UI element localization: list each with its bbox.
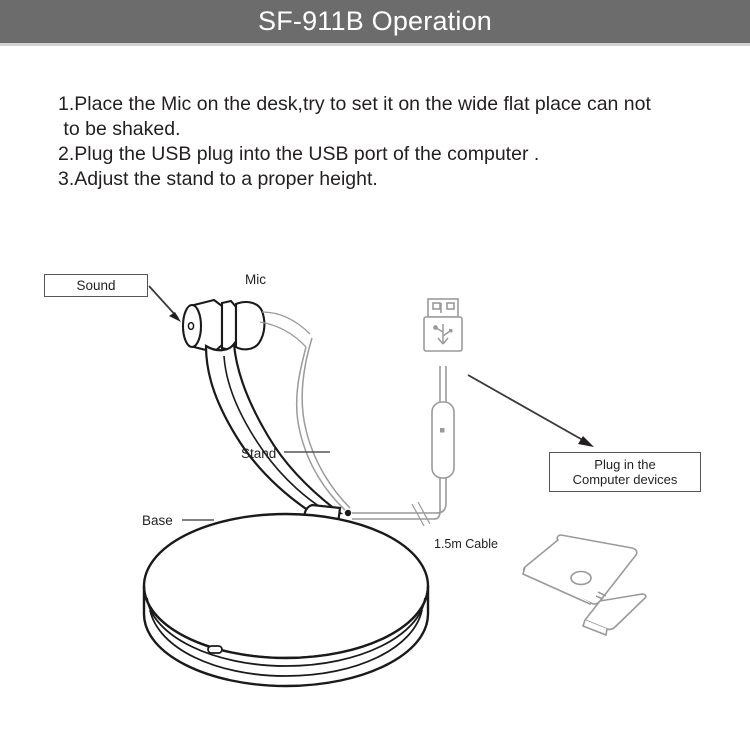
header-divider [0,43,750,46]
plug-arrow-icon [467,374,594,447]
callout-cable-length-label: 1.5m Cable [434,537,498,551]
microphone-capsule-icon [181,298,266,354]
laptop-icon [522,534,647,637]
header-banner: SF-911B Operation [0,0,750,43]
page-title: SF-911B Operation [257,6,493,36]
callout-plug-in-line-1: Plug in the [594,457,656,472]
callout-mic-label: Mic [245,272,266,287]
callout-sound-label: Sound [76,278,116,293]
sound-arrow-icon [148,285,181,322]
callout-plug-in-computer-devices[interactable]: Plug in the Computer devices [549,452,701,492]
stand-hinge [303,503,352,530]
callout-stand-label: Stand [241,446,277,461]
callout-base-label: Base [142,513,173,528]
usb-trident-icon [433,324,453,345]
stand-inner-line [223,355,329,513]
inline-control-module-icon [431,401,455,479]
microphone-base [142,512,430,688]
instruction-line-1: 1.Place the Mic on the desk,try to set i… [58,93,651,115]
instruction-line-2: to be shaked. [58,118,181,140]
cable-crossing-marks [411,501,431,527]
usb-cable-upper [439,366,447,402]
callout-sound[interactable]: Sound [44,274,148,297]
callout-plug-in-line-2: Computer devices [572,472,678,487]
usb-cable [352,478,447,520]
instruction-list: 1.Place the Mic on the desk,try to set i… [58,92,748,192]
stand-cable-channel [295,337,351,511]
instruction-line-3: 2.Plug the USB plug into the USB port of… [58,143,540,165]
base-rim-lines [146,597,426,677]
instruction-line-4: 3.Adjust the stand to a proper height. [58,168,378,190]
base-indicator-led-icon [207,645,223,654]
usb-plug-icon [423,298,463,352]
microphone-stand [204,341,344,515]
mic-wire-strands [259,311,311,348]
